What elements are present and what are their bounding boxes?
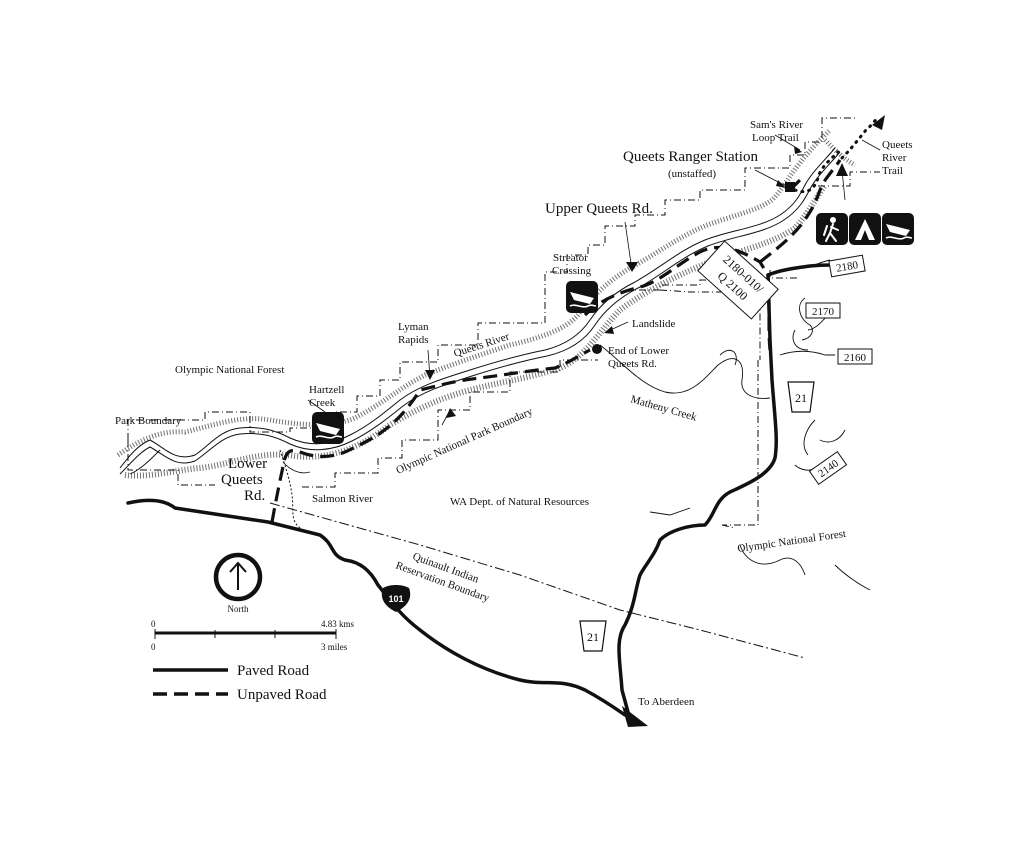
upper-queets-road [583, 245, 770, 317]
road-2140-marker: 2140 [808, 450, 848, 486]
qrt-label-2: River [882, 152, 907, 164]
scale-bar: 0 4.83 kms 0 3 miles [151, 619, 355, 652]
wadnr-label: WA Dept. of Natural Resources [450, 496, 589, 508]
legend-unpaved-label: Unpaved Road [237, 687, 327, 703]
queets-river-trail [840, 116, 880, 160]
hartzell-boat-launch-icon [312, 412, 344, 444]
matheny-creek [599, 344, 771, 399]
streator-boat-launch-icon [566, 281, 598, 313]
svg-text:21: 21 [587, 630, 599, 644]
park-boundary-line [127, 117, 880, 529]
ranger-status-label: (unstaffed) [668, 168, 716, 180]
hiker-icon [816, 213, 848, 245]
ranger-station-label: Queets Ranger Station [623, 149, 758, 165]
qrt-label-3: Trail [882, 165, 903, 177]
campground-icon [849, 213, 881, 245]
hartzell-label-1: Hartzell [309, 384, 344, 396]
park-boundary-label: Park Boundary [115, 415, 182, 427]
place-labels: Queets Ranger Station (unstaffed) Upper … [115, 119, 913, 708]
landslide-label: Landslide [632, 318, 675, 330]
paved-roads [126, 263, 832, 717]
svg-text:2180: 2180 [835, 259, 859, 275]
onf-label-bottom: Olympic National Forest [737, 528, 847, 555]
lyman-label-1: Lyman [398, 321, 429, 333]
boat-launch-icon [882, 213, 914, 245]
svg-text:21: 21 [795, 391, 807, 405]
highway-101-shield: 101 [381, 585, 411, 612]
matheny-creek-label: Matheny Creek [629, 393, 698, 423]
svg-text:2170: 2170 [812, 306, 835, 318]
scale-km-end: 4.83 kms [321, 619, 355, 629]
road-2180 [766, 263, 832, 277]
onf-label-top: Olympic National Forest [175, 364, 284, 376]
lower-road-label-1: Lower [228, 456, 267, 472]
legend-paved-label: Paved Road [237, 663, 310, 679]
road-2180-010-marker: 2180-010/ Q 2100 [697, 240, 779, 320]
highway-21-shield-south: 21 [579, 620, 607, 652]
onp-boundary-label: Olympic National Park Boundary [394, 405, 535, 476]
road-2170-marker: 2170 [805, 302, 841, 319]
road-2180-marker: 2180 [828, 254, 866, 278]
highway-101 [126, 498, 627, 717]
svg-text:101: 101 [388, 594, 403, 604]
lower-road-label-2: Queets [221, 472, 263, 488]
sams-loop-trail [793, 150, 840, 194]
scale-mi-end: 3 miles [321, 642, 348, 652]
streator-label-1: Streator [553, 252, 588, 264]
road-2160-marker: 2160 [837, 348, 873, 365]
lower-queets-road [270, 348, 591, 523]
upper-queets-road-label: Upper Queets Rd. [545, 201, 653, 217]
north-arrow: North [213, 552, 263, 614]
north-label: North [228, 604, 249, 614]
qrt-label-1: Queets [882, 139, 913, 151]
end-lower-label-2: Queets Rd. [608, 358, 657, 370]
trails [793, 116, 880, 194]
scale-mi-start: 0 [151, 642, 156, 652]
end-lower-label-1: End of Lower [608, 345, 669, 357]
highway-21-shield-north: 21 [787, 381, 815, 413]
legend: Paved Road Unpaved Road [153, 663, 327, 703]
streator-label-2: Crossing [552, 265, 592, 277]
quinault-boundary [269, 502, 806, 659]
hartzell-label-2: Creek [309, 397, 336, 409]
aberdeen-label: To Aberdeen [638, 696, 695, 708]
lyman-label-2: Rapids [398, 334, 429, 346]
sams-label-1: Sam's River [750, 119, 803, 131]
arrow-heads [425, 146, 848, 418]
lower-road-label-3: Rd. [244, 488, 265, 504]
salmon-river-label: Salmon River [312, 493, 373, 505]
ranger-station-marker [785, 182, 795, 192]
aberdeen-arrow-icon [622, 706, 648, 727]
trail-arrow-icon [872, 115, 885, 130]
scale-km-start: 0 [151, 619, 156, 629]
queets-river [116, 128, 857, 529]
svg-text:2160: 2160 [844, 352, 867, 364]
end-of-road-marker [592, 344, 602, 354]
sams-label-2: Loop Trail [752, 132, 799, 144]
creeks [129, 259, 871, 591]
highway-21 [617, 273, 778, 714]
